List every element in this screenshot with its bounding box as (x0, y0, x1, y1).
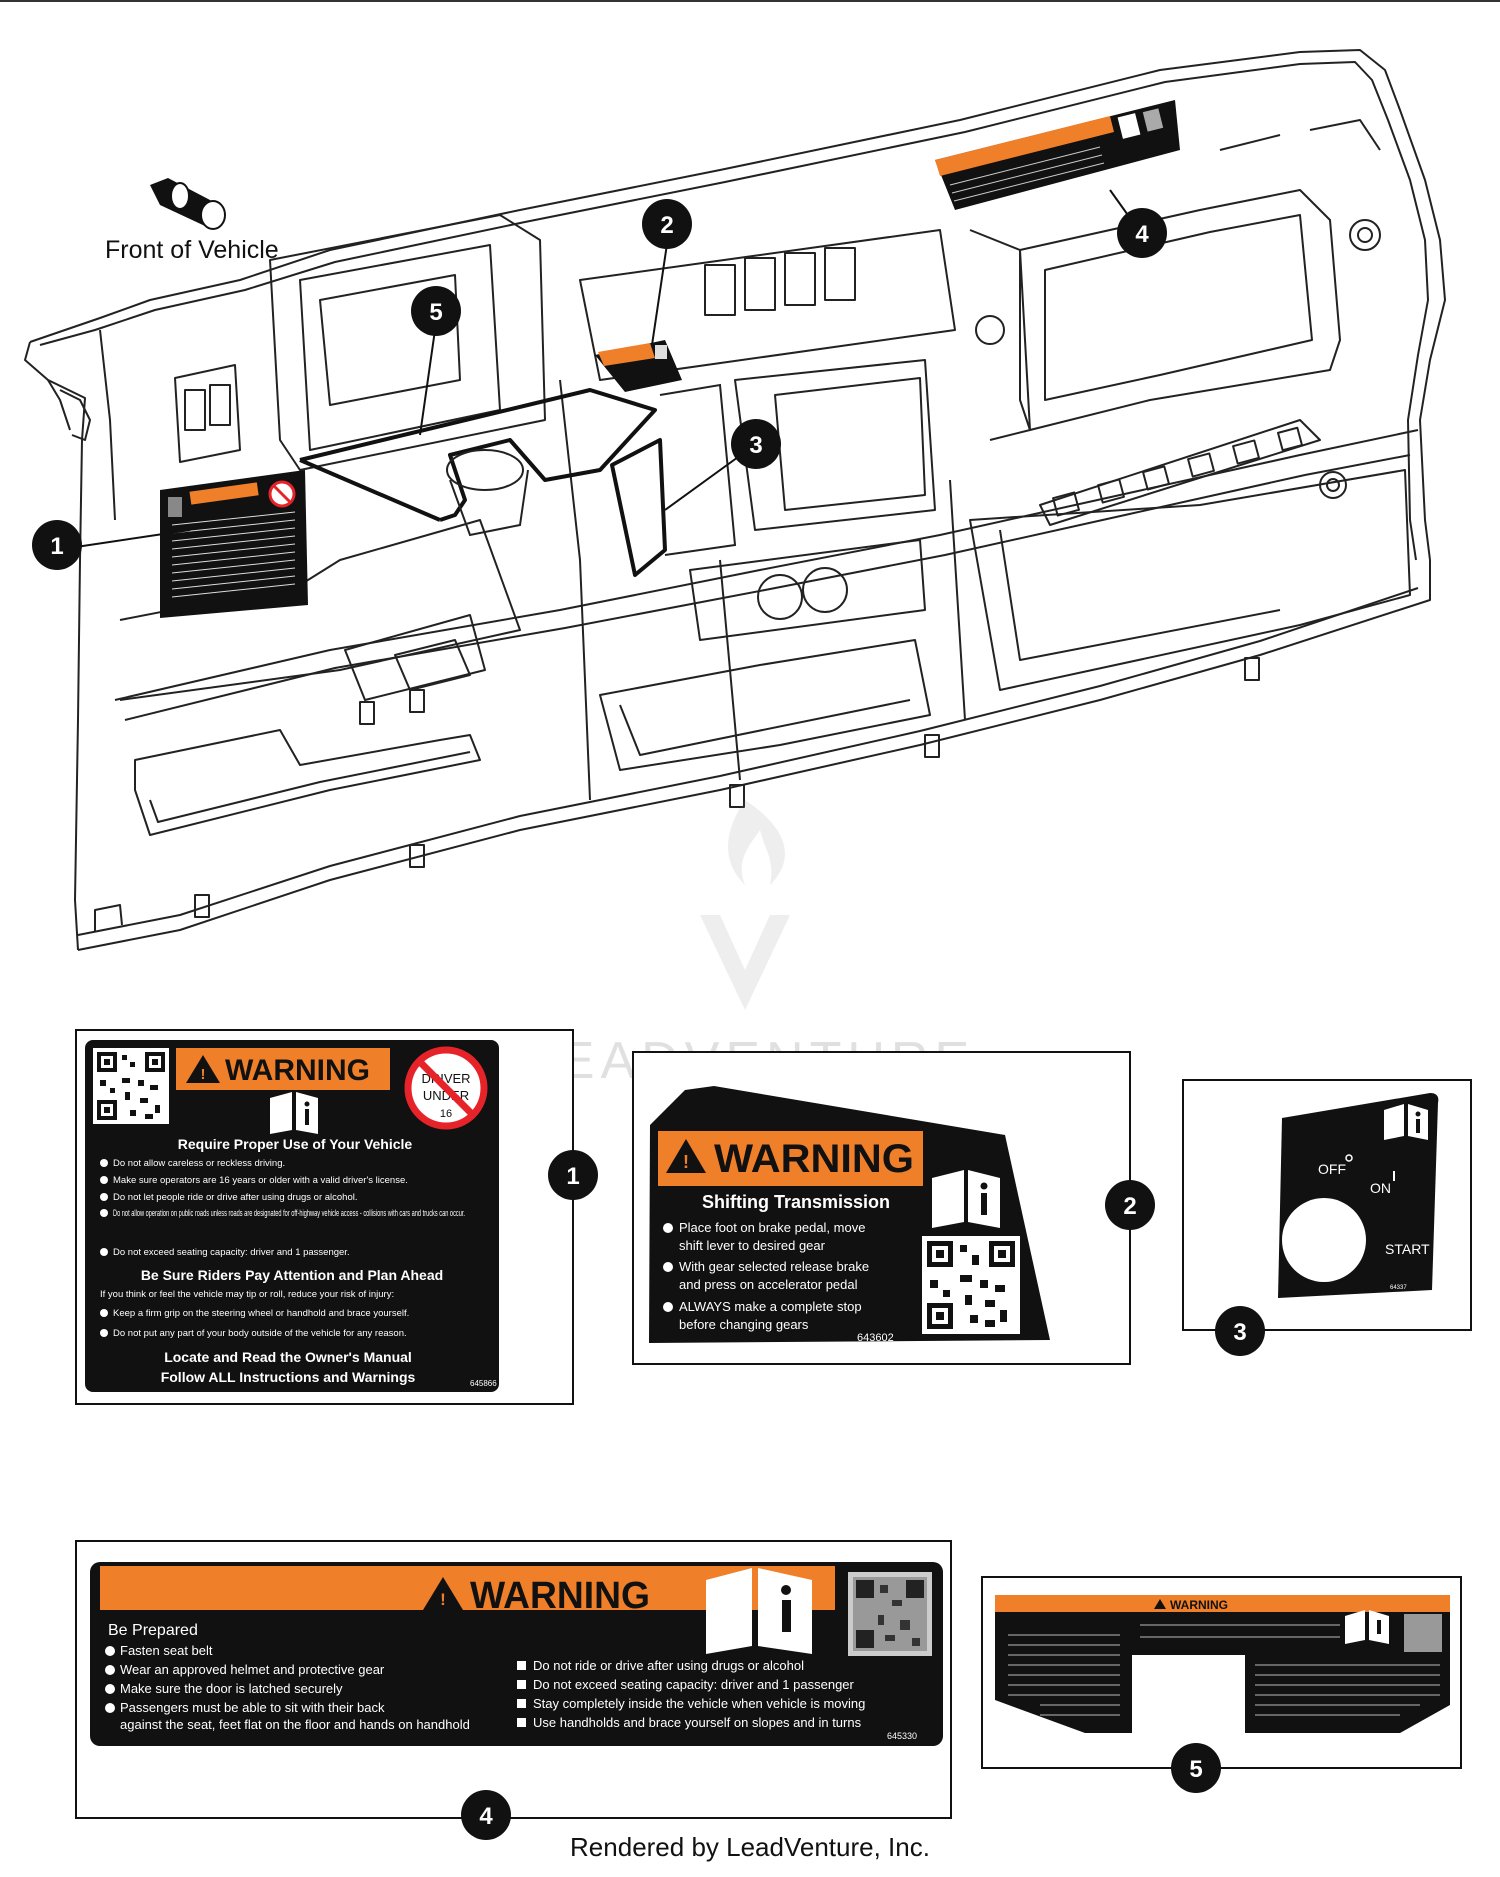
svg-text:Do not allow careless or reckl: Do not allow careless or reckless drivin… (113, 1158, 285, 1169)
decal4-left-items: Fasten seat belt Wear an approved helmet… (105, 1643, 470, 1732)
watermark-logo (700, 800, 790, 1010)
warning-triangle-icon (423, 1577, 463, 1610)
svg-text:Fasten seat belt: Fasten seat belt (120, 1643, 213, 1658)
decal4-heading: Be Prepared (108, 1622, 198, 1639)
qr-code-icon (848, 1572, 932, 1656)
steering-column (446, 449, 529, 537)
decal1-heading2: Be Sure Riders Pay Attention and Plan Ah… (141, 1267, 443, 1283)
qr-code-icon (922, 1236, 1020, 1334)
callout-3: 3 (1233, 1319, 1246, 1346)
decal5-outline-on-dash (299, 388, 657, 522)
decal3-outline-on-dash (610, 438, 667, 577)
decal2-part: 643602 (857, 1332, 894, 1344)
svg-text:With gear selected release bra: With gear selected release brake (679, 1259, 869, 1274)
svg-text:Do not allow operation on publ: Do not allow operation on public roads u… (113, 1208, 465, 1219)
svg-text:Do not exceed seating capacity: Do not exceed seating capacity: driver a… (533, 1677, 855, 1692)
decal5-fine-print (1008, 1624, 1440, 1716)
decal3-off: OFF (1318, 1161, 1346, 1177)
svg-text:Use handholds and brace yourse: Use handholds and brace yourself on slop… (533, 1715, 862, 1730)
svg-text:Make sure operators are 16 yea: Make sure operators are 16 years or olde… (113, 1175, 408, 1186)
dashboard-drawing (24, 49, 1446, 951)
qr-code-icon (1404, 1614, 1442, 1652)
manual-info-icon (706, 1568, 812, 1654)
svg-text:Wear an approved helmet and pr: Wear an approved helmet and protective g… (120, 1662, 385, 1677)
no-driver-under-16-icon: DRIVER UNDER 16 (404, 1046, 488, 1130)
decal3-detail: OFF ON START 64337 3 (1182, 1079, 1472, 1356)
manual-info-icon (1345, 1610, 1389, 1644)
decal1-detail: ! WARNING DRIVER UNDER 16 Require Proper… (75, 1029, 598, 1405)
svg-text:5: 5 (429, 299, 442, 326)
decal5-detail: WARNING 5 (981, 1576, 1462, 1793)
manual-info-icon (932, 1170, 1000, 1228)
svg-text:Do not let people ride or driv: Do not let people ride or drive after us… (113, 1192, 358, 1203)
callout-1: 1 (566, 1163, 579, 1190)
callout-1-dash: 1 (32, 520, 82, 570)
decal1-heading1: Require Proper Use of Your Vehicle (178, 1136, 413, 1152)
decal4-warning: WARNING (470, 1575, 650, 1617)
svg-text:ALWAYS make a complete stop: ALWAYS make a complete stop (679, 1299, 862, 1314)
manual-info-icon (1384, 1104, 1428, 1140)
svg-text:Place foot on brake pedal, mov: Place foot on brake pedal, move (679, 1220, 865, 1235)
svg-text:Do not exceed seating capacity: Do not exceed seating capacity: driver a… (113, 1247, 350, 1258)
svg-text:!: ! (683, 1152, 689, 1172)
column-panel (659, 383, 737, 556)
svg-text:before changing gears: before changing gears (679, 1317, 809, 1332)
svg-text:!: ! (201, 1066, 206, 1083)
decal2-warning: WARNING (714, 1137, 914, 1181)
callout-5-dash: 5 (411, 286, 461, 336)
callout-2: 2 (1123, 1193, 1136, 1220)
svg-text:shift lever to desired gear: shift lever to desired gear (679, 1238, 826, 1253)
svg-text:2: 2 (660, 212, 673, 239)
decal4-on-dash (935, 100, 1180, 210)
decal1-warning: WARNING (225, 1054, 370, 1087)
svg-text:4: 4 (1135, 221, 1149, 248)
svg-text:Passengers must be able to sit: Passengers must be able to sit with thei… (120, 1700, 385, 1715)
decal1-footer1: Locate and Read the Owner's Manual (164, 1349, 412, 1365)
svg-text:against the seat, feet flat on: against the seat, feet flat on the floor… (120, 1717, 470, 1732)
callout-4: 4 (479, 1803, 493, 1830)
decal4-detail: ! WARNING Be Prepared Fasten seat belt W… (75, 1540, 952, 1840)
decal4-part: 645330 (887, 1731, 917, 1741)
footer-credit: Rendered by LeadVenture, Inc. (570, 1832, 930, 1862)
warning-triangle-icon (186, 1055, 220, 1083)
decal2-subtitle: Shifting Transmission (702, 1192, 890, 1212)
orientation-arrow-icon (150, 178, 226, 230)
callout-3-dash: 3 (731, 419, 781, 469)
decal3-on: ON (1370, 1180, 1391, 1196)
decal5-warning: WARNING (1170, 1598, 1228, 1612)
svg-text:1: 1 (50, 533, 63, 560)
decal1-part: 645866 (470, 1379, 497, 1388)
callout-4-dash: 4 (1117, 208, 1167, 258)
svg-text:Do not ride or drive after usi: Do not ride or drive after using drugs o… (533, 1658, 804, 1673)
svg-text:Make sure the door is latched: Make sure the door is latched securely (120, 1681, 343, 1696)
decal4-right-items: Do not ride or drive after using drugs o… (517, 1658, 865, 1730)
svg-text:and press on accelerator pedal: and press on accelerator pedal (679, 1277, 858, 1292)
svg-text:!: ! (440, 1590, 446, 1609)
svg-text:3: 3 (749, 432, 762, 459)
orientation-label: Front of Vehicle (105, 236, 279, 264)
decal2-detail: ! WARNING Shifting Transmission Place fo… (632, 1051, 1155, 1365)
svg-text:Keep a firm grip on the steeri: Keep a firm grip on the steering wheel o… (113, 1308, 409, 1319)
decal1-on-dash (160, 470, 308, 618)
svg-text:16: 16 (440, 1108, 452, 1120)
decal2-on-dash (595, 340, 682, 392)
decal1-intro2: If you think or feel the vehicle may tip… (100, 1289, 394, 1300)
qr-code-icon (93, 1048, 169, 1124)
decal1-footer2: Follow ALL Instructions and Warnings (161, 1369, 416, 1385)
callout-2-dash: 2 (642, 199, 692, 249)
decal1-items1: Do not allow careless or reckless drivin… (100, 1158, 465, 1258)
manual-info-icon (270, 1092, 318, 1134)
decal3-part: 64337 (1390, 1285, 1407, 1291)
svg-text:Stay completely inside the veh: Stay completely inside the vehicle when … (533, 1696, 865, 1711)
callout-5: 5 (1189, 1756, 1202, 1783)
warning-triangle-icon (1154, 1599, 1166, 1609)
decal2-items: Place foot on brake pedal, move shift le… (663, 1220, 869, 1332)
decal3-start: START (1385, 1241, 1430, 1257)
decal1-items2: Keep a firm grip on the steering wheel o… (100, 1308, 409, 1339)
warning-triangle-icon (666, 1139, 706, 1173)
svg-text:Do not put any part of your bo: Do not put any part of your body outside… (113, 1328, 407, 1339)
